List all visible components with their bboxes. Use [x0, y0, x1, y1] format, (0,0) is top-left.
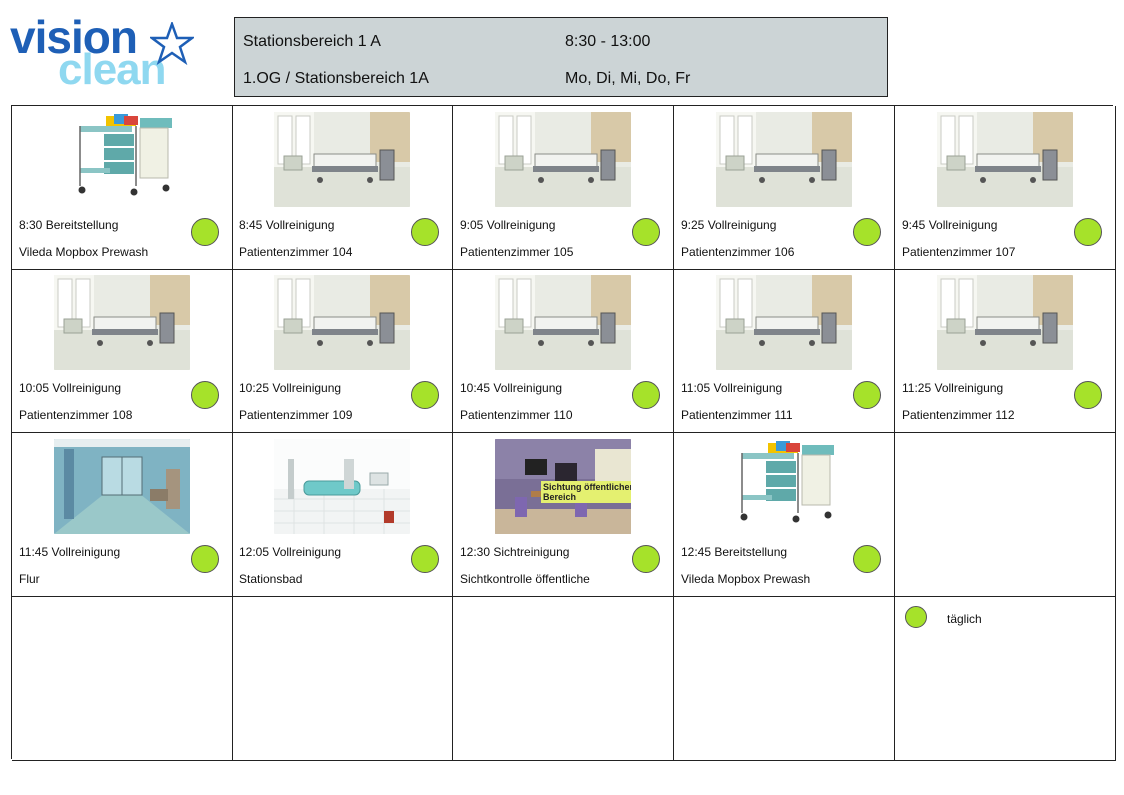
task-time: 12:30 Sichtreinigung	[460, 545, 570, 559]
daily-status-dot	[191, 381, 219, 409]
area-title: Stationsbereich 1 A	[243, 33, 381, 50]
empty-cell	[453, 597, 674, 761]
room-image	[274, 275, 410, 370]
task-time: 8:30 Bereitstellung	[19, 218, 119, 232]
task-label: Patientenzimmer 105	[460, 245, 574, 259]
daily-status-dot	[411, 545, 439, 573]
task-time: 12:05 Vollreinigung	[239, 545, 342, 559]
task-cell: Sichtung öffentlicher Bereich 12:30 Sicht…	[453, 433, 674, 597]
daily-status-dot	[411, 381, 439, 409]
legend-cell: täglich	[895, 597, 1116, 761]
time-range: 8:30 - 13:00	[565, 33, 651, 50]
header-box: Stationsbereich 1 A 8:30 - 13:00 1.OG / …	[234, 17, 888, 97]
task-time: 8:45 Vollreinigung	[239, 218, 335, 232]
corridor-image	[54, 439, 190, 534]
daily-status-dot	[853, 545, 881, 573]
logo-text-vision: vision	[10, 11, 138, 63]
task-label: Vileda Mopbox Prewash	[19, 245, 149, 259]
daily-status-dot	[1074, 218, 1102, 246]
task-time: 11:45 Vollreinigung	[19, 545, 121, 559]
room-image	[54, 275, 190, 370]
task-label: Patientenzimmer 112	[902, 408, 1015, 422]
daily-status-dot	[632, 545, 660, 573]
star-icon	[150, 22, 194, 66]
public-image: Sichtung öffentlicher Bereich	[495, 439, 631, 534]
task-label: Vileda Mopbox Prewash	[681, 572, 811, 586]
task-label: Patientenzimmer 110	[460, 408, 573, 422]
room-image	[937, 112, 1073, 207]
empty-cell	[895, 433, 1116, 597]
empty-cell	[12, 597, 233, 761]
days: Mo, Di, Mi, Do, Fr	[565, 70, 691, 87]
task-label: Patientenzimmer 106	[681, 245, 795, 259]
task-time: 11:25 Vollreinigung	[902, 381, 1004, 395]
public-area-overlay-label: Sichtung öffentlicher Bereich	[541, 481, 631, 503]
task-time: 10:05 Vollreinigung	[19, 381, 122, 395]
legend-label: täglich	[947, 612, 982, 626]
task-label: Patientenzimmer 111	[681, 408, 793, 422]
daily-status-dot	[191, 545, 219, 573]
task-label: Flur	[19, 572, 40, 586]
legend-dot	[905, 606, 927, 628]
room-image	[495, 112, 631, 207]
daily-status-dot	[191, 218, 219, 246]
cart-image	[54, 112, 190, 207]
task-time: 12:45 Bereitstellung	[681, 545, 788, 559]
daily-status-dot	[1074, 381, 1102, 409]
room-image	[937, 275, 1073, 370]
task-time: 9:05 Vollreinigung	[460, 218, 556, 232]
task-time: 9:45 Vollreinigung	[902, 218, 998, 232]
task-time: 11:05 Vollreinigung	[681, 381, 783, 395]
task-label: Sichtkontrolle öffentliche	[460, 572, 590, 586]
task-time: 10:45 Vollreinigung	[460, 381, 563, 395]
task-label: Patientenzimmer 109	[239, 408, 353, 422]
room-image	[716, 112, 852, 207]
cart-image	[716, 439, 852, 534]
daily-status-dot	[853, 218, 881, 246]
logo-text-clean: clean	[58, 45, 167, 94]
task-label: Stationsbad	[239, 572, 303, 586]
daily-status-dot	[632, 381, 660, 409]
daily-status-dot	[411, 218, 439, 246]
task-time: 9:25 Vollreinigung	[681, 218, 777, 232]
empty-cell	[232, 597, 453, 761]
logo: vision clean	[10, 11, 194, 94]
bath-image	[274, 439, 410, 534]
room-image	[274, 112, 410, 207]
location: 1.OG / Stationsbereich 1A	[243, 70, 429, 87]
task-label: Patientenzimmer 107	[902, 245, 1016, 259]
task-label: Patientenzimmer 104	[239, 245, 353, 259]
task-label: Patientenzimmer 108	[19, 408, 133, 422]
daily-status-dot	[853, 381, 881, 409]
room-image	[716, 275, 852, 370]
room-image	[495, 275, 631, 370]
daily-status-dot	[632, 218, 660, 246]
task-time: 10:25 Vollreinigung	[239, 381, 342, 395]
empty-cell	[674, 597, 895, 761]
